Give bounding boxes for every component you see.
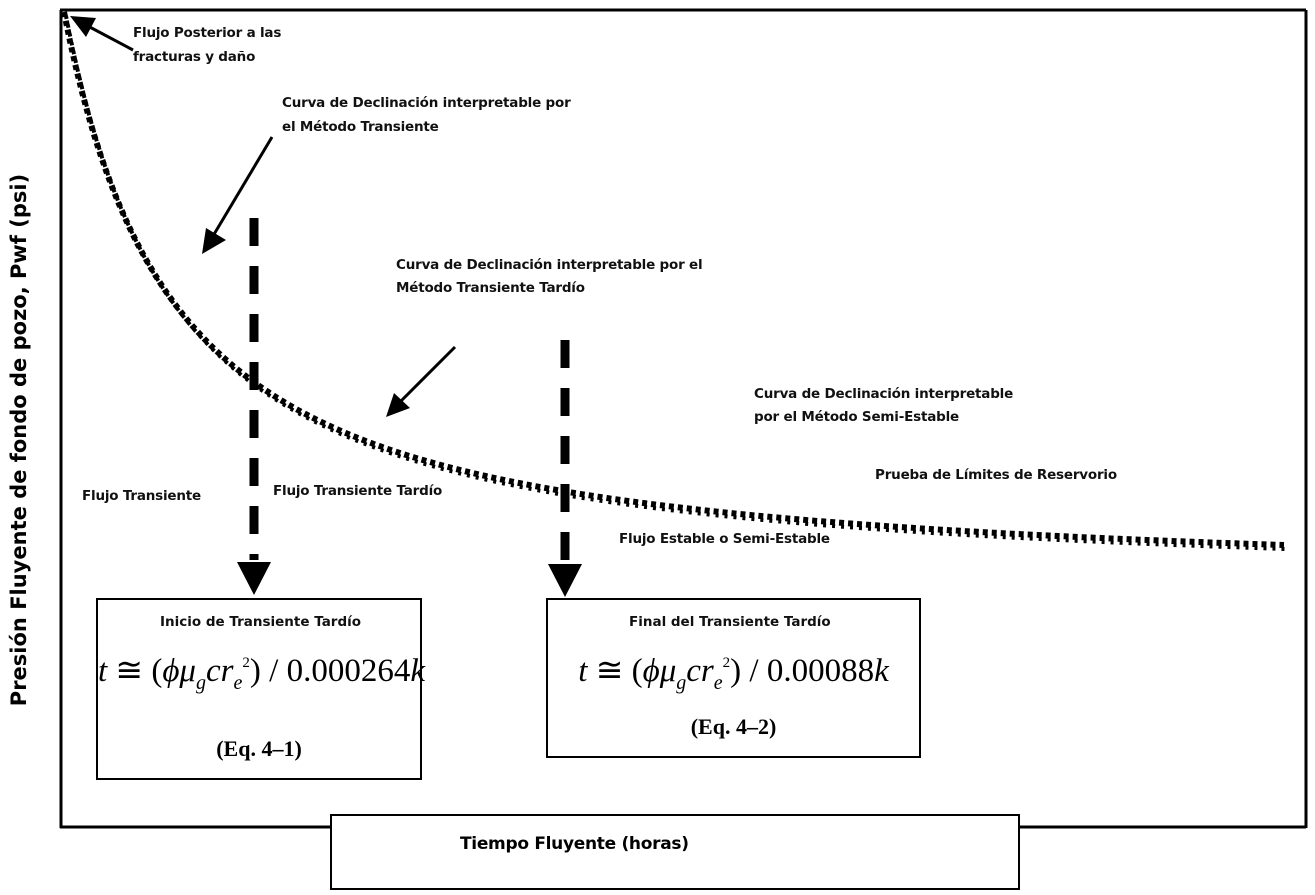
annotation-semi-stable-method-line1: Curva de Declinación interpretable <box>754 386 1014 402</box>
formula-paren: ( <box>631 653 643 689</box>
formula-symbol-t: t <box>98 653 108 689</box>
formula-r: r <box>700 653 714 689</box>
annotation-reservoir-limits: Prueba de Límites de Reservorio <box>875 467 1117 483</box>
formula-paren: ( <box>151 653 163 689</box>
formula-slash: / <box>260 653 287 689</box>
equation-box-start-late-transient: Inicio de Transiente Tardío t ≅ (ϕμgcre2… <box>96 598 425 780</box>
equation-title: Final del Transiente Tardío <box>629 614 831 630</box>
decline-curve-shadow <box>64 15 1287 551</box>
annotation-late-transient-method-line2: Método Transiente Tardío <box>396 280 585 296</box>
formula-r-sup: 2 <box>722 655 731 671</box>
equation-number: (Eq. 4–2) <box>690 714 777 739</box>
formula-r: r <box>220 653 234 689</box>
formula-mu: μ <box>659 653 677 689</box>
down-arrow-icon <box>548 564 582 597</box>
annotation-transient-method-line2: el Método Transiente <box>282 119 439 135</box>
pointer-arrow-post-fracture <box>70 16 134 52</box>
equation-title: Inicio de Transiente Tardío <box>160 614 362 630</box>
formula-mu: μ <box>179 653 196 689</box>
x-axis-label-box: Tiempo Fluyente (horas) <box>330 814 1020 890</box>
formula-k: k <box>410 653 425 689</box>
arrow-head-icon <box>202 228 226 254</box>
annotation-late-transient-method-line1: Curva de Declinación interpretable por e… <box>396 257 703 273</box>
annotation-semi-stable-method-line2: por el Método Semi-Estable <box>754 409 959 425</box>
y-axis-label: Presión Fluyente de fondo de pozo, Pwf (… <box>7 173 31 707</box>
formula-paren: ) <box>730 653 742 689</box>
formula-constant: 0.00088 <box>766 653 875 689</box>
equation-formula: t ≅ (ϕμgcre2) / 0.000264k <box>98 650 425 695</box>
formula-constant: 0.000264 <box>286 653 411 689</box>
arrow-head-icon <box>386 393 410 417</box>
formula-r-sub: e <box>713 672 723 694</box>
pointer-arrow-late-transient <box>386 345 457 417</box>
formula-k: k <box>874 653 889 689</box>
arrow-head-icon <box>70 16 96 37</box>
annotation-post-fracture-line1: Flujo Posterior a las <box>133 25 282 41</box>
equation-box-end-late-transient: Final del Transiente Tardío t ≅ (ϕμgcre2… <box>546 598 921 758</box>
annotation-transient-method-line1: Curva de Declinación interpretable por <box>282 95 571 111</box>
formula-c: c <box>686 653 701 689</box>
region-label-late-transient: Flujo Transiente Tardío <box>273 483 443 499</box>
formula-approx: ≅ <box>595 653 624 689</box>
formula-approx: ≅ <box>115 653 144 689</box>
formula-paren: ) <box>249 653 261 689</box>
pointer-arrow-transient <box>202 136 274 254</box>
x-axis-label: Tiempo Fluyente (horas) <box>460 834 689 854</box>
formula-mu-sub: g <box>196 672 206 694</box>
formula-symbol-t: t <box>578 653 588 689</box>
formula-r-sup: 2 <box>242 655 250 671</box>
formula-c: c <box>206 653 221 689</box>
formula-phi: ϕ <box>642 653 660 689</box>
region-label-stable: Flujo Estable o Semi-Estable <box>619 531 830 547</box>
formula-mu-sub: g <box>676 672 687 694</box>
decline-curve <box>61 11 1285 548</box>
formula-slash: / <box>741 653 767 689</box>
equation-formula: t ≅ (ϕμgcre2) / 0.00088k <box>548 650 919 695</box>
formula-r-sub: e <box>233 672 243 694</box>
formula-phi: ϕ <box>162 653 180 689</box>
annotation-post-fracture-line2: fracturas y daño <box>133 49 256 65</box>
equation-number: (Eq. 4–1) <box>216 736 302 761</box>
region-label-transient: Flujo Transiente <box>82 488 202 504</box>
down-arrow-icon <box>237 562 271 595</box>
